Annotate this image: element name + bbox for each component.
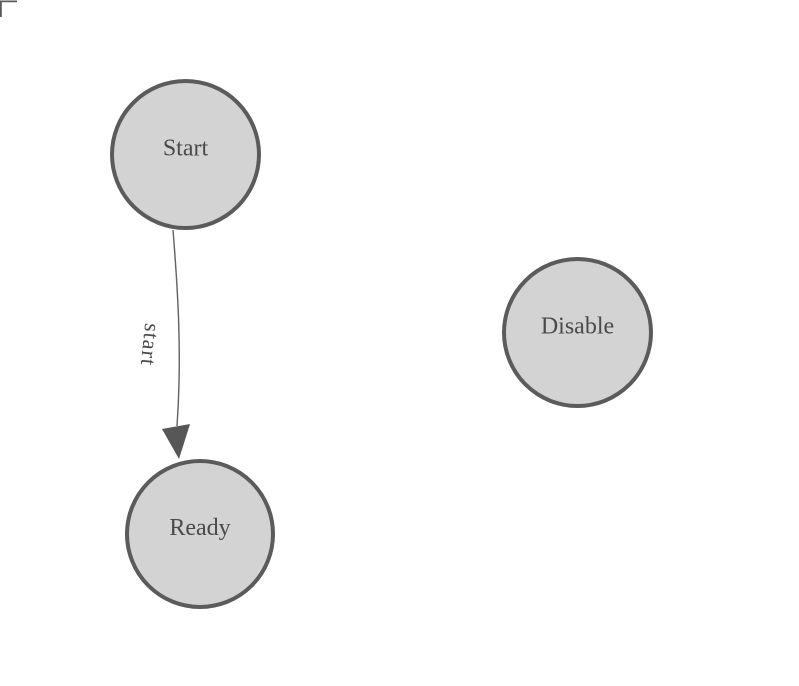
- state-label-disable: Disable: [541, 314, 614, 340]
- state-circle-ready[interactable]: [125, 459, 275, 609]
- arrowhead-icon[interactable]: [162, 424, 190, 459]
- transition-edge-start-to-ready[interactable]: start: [136, 229, 190, 459]
- origin-corner-mark: [0, 0, 17, 17]
- state-node-ready[interactable]: Ready: [125, 459, 275, 609]
- state-circle-start[interactable]: [110, 79, 261, 230]
- state-node-start[interactable]: Start: [110, 79, 261, 230]
- transition-label: start: [136, 322, 165, 367]
- state-label-start: Start: [163, 136, 209, 162]
- transition-path[interactable]: [172, 229, 180, 427]
- state-node-disable[interactable]: Disable: [502, 257, 653, 408]
- state-circle-disable[interactable]: [502, 257, 653, 408]
- state-label-ready: Ready: [169, 515, 230, 541]
